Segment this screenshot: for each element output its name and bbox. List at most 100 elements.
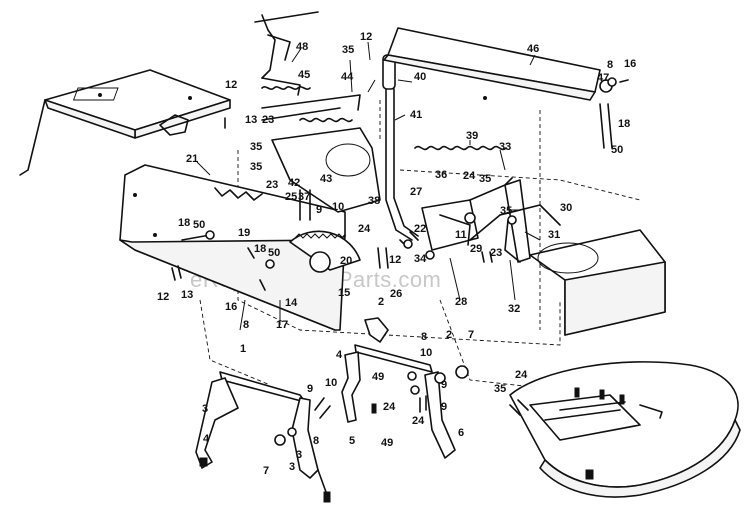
- callout-16-right: 16: [624, 58, 636, 70]
- callout-30: 30: [560, 202, 572, 214]
- callout-10-upper: 10: [332, 201, 344, 213]
- callout-36: 36: [435, 169, 447, 181]
- callout-32: 32: [508, 303, 520, 315]
- steering-rod-assembly: [254, 11, 319, 96]
- callout-13-left: 13: [245, 114, 257, 126]
- callout-12-left: 12: [225, 79, 237, 91]
- spring-43: [299, 117, 353, 123]
- callout-7-right: 7: [468, 329, 474, 341]
- callout-2-lower: 2: [446, 329, 452, 341]
- callout-17: 17: [276, 319, 288, 331]
- callout-25a: 25: [285, 191, 297, 203]
- callout-14: 14: [285, 297, 298, 309]
- left-small-parts: [171, 230, 275, 291]
- callout-19: 19: [238, 227, 250, 239]
- leader-lines: [196, 41, 541, 331]
- callout-12-bottom: 12: [157, 291, 169, 303]
- callout-50-left: 50: [193, 219, 205, 231]
- callout-43: 43: [320, 173, 332, 185]
- callout-9-right: 9: [441, 401, 447, 413]
- callout-10-left: 10: [325, 377, 337, 389]
- sector-gear-20: [289, 230, 361, 273]
- callout-13-bottom: 13: [181, 289, 193, 301]
- callout-3-lower: 3: [296, 449, 302, 461]
- callout-3-left: 3: [202, 403, 208, 415]
- callout-12-top: 12: [360, 31, 372, 43]
- rear-panel-46: [383, 27, 601, 101]
- callout-15: 15: [338, 287, 350, 299]
- spring-45: [261, 86, 311, 90]
- spring-39: [414, 145, 507, 151]
- right-arm-assembly: [499, 179, 561, 263]
- callout-33: 33: [499, 141, 511, 153]
- lower-left-hanger-1: [195, 371, 331, 503]
- callout-35-mid2: 35: [250, 161, 262, 173]
- callout-40: 40: [414, 71, 426, 83]
- callout-4-mid: 4: [336, 349, 343, 361]
- callout-24-mid: 24: [358, 223, 371, 235]
- callout-35-mid1: 35: [250, 141, 262, 153]
- callout-16-mid: 16: [225, 301, 237, 313]
- callout-24-bottom: 24: [412, 415, 425, 427]
- callout-21: 21: [186, 153, 198, 165]
- callout-27: 27: [410, 186, 422, 198]
- callout-39: 39: [466, 130, 478, 142]
- callout-37: 37: [298, 191, 310, 203]
- callout-8-mid: 8: [243, 319, 249, 331]
- callout-9-lower: 9: [441, 379, 447, 391]
- callout-2-mid: 2: [378, 296, 384, 308]
- callout-49-lower: 49: [381, 437, 393, 449]
- right-body-panel: [529, 229, 666, 336]
- callout-18-right: 18: [618, 118, 630, 130]
- callout-4-left: 4: [203, 433, 210, 445]
- callout-42: 42: [288, 177, 300, 189]
- callout-35-right: 35: [500, 205, 512, 217]
- lower-middle-hanger: [341, 317, 469, 459]
- callout-18-mid: 18: [254, 243, 266, 255]
- lift-lever-40: [382, 54, 419, 241]
- rod-44: [261, 94, 361, 121]
- callout-38: 38: [368, 195, 380, 207]
- callout-41: 41: [410, 109, 422, 121]
- callout-24-deck: 24: [515, 369, 528, 381]
- callout-50-right: 50: [611, 144, 623, 156]
- center-small-parts: [377, 231, 493, 269]
- callout-23-upper: 23: [262, 114, 274, 126]
- callout-23-mid: 23: [266, 179, 278, 191]
- callout-35-top: 35: [342, 44, 354, 56]
- callout-28: 28: [455, 296, 467, 308]
- lift-linkage: [421, 177, 513, 251]
- callout-6: 6: [458, 427, 464, 439]
- callout-47: 47: [597, 72, 609, 84]
- callout-50-mid: 50: [268, 247, 280, 259]
- right-bolt-set: [599, 77, 629, 149]
- callout-18-left: 18: [178, 217, 190, 229]
- callout-29: 29: [470, 243, 482, 255]
- callout-46: 46: [527, 43, 539, 55]
- callout-11: 11: [455, 229, 467, 241]
- callout-45: 45: [298, 69, 310, 81]
- center-bracket: [271, 127, 381, 221]
- callout-49-upper: 49: [372, 371, 384, 383]
- callout-48: 48: [296, 41, 308, 53]
- callout-24-lower: 24: [383, 401, 396, 413]
- callout-22: 22: [414, 223, 426, 235]
- callout-labels: 12 35 48 45 44 40 46 8 16 47 18 50 12 13…: [157, 31, 636, 477]
- callout-26: 26: [390, 288, 402, 300]
- callout-9-upper: 9: [316, 204, 322, 216]
- callout-7-left: 7: [263, 465, 269, 477]
- left-top-plate: [19, 69, 231, 176]
- side-plate-21: [119, 164, 346, 331]
- callout-10-lower: 10: [420, 347, 432, 359]
- callout-3-bottom: 3: [289, 461, 295, 473]
- callout-8-lower: 8: [421, 331, 427, 343]
- callout-8-left: 8: [313, 435, 319, 447]
- callout-23-right: 23: [490, 247, 502, 259]
- callout-35-deck: 35: [494, 383, 506, 395]
- callout-35-right-mid: 35: [479, 173, 491, 185]
- callout-1: 1: [240, 343, 246, 355]
- callout-44: 44: [341, 71, 354, 83]
- callout-9-left: 9: [307, 383, 313, 395]
- callout-34: 34: [414, 253, 427, 265]
